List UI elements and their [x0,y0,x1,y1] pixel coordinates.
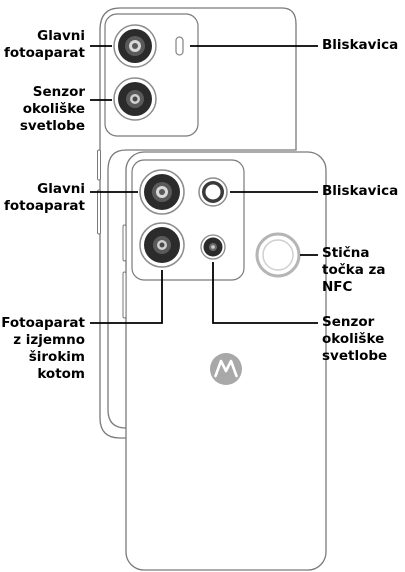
rear-ambient-sensor-lens [113,77,157,121]
label-line: okoliške [22,101,85,117]
callout-line [90,270,163,324]
label-line: okoliške [322,331,385,347]
label-line: svetlobe [19,118,85,134]
label-line: fotoaparat [4,45,85,61]
callout-line [212,262,318,324]
label-line: Senzor [322,314,375,330]
rear-side-button [97,189,101,235]
rear-ambient-sensor-label: Senzor okoliške svetlobe [20,84,85,135]
front-main-camera-lens [139,169,185,215]
label-line: fotoaparat [4,198,85,214]
label-line: točka za [322,262,386,278]
rear-main-camera-label: Glavni fotoaparat [4,28,85,62]
label-line: Senzor [32,84,85,100]
nfc-ring [255,232,301,278]
rear-phone [97,7,297,439]
label-line: Glavni [37,28,85,44]
front-flash-label: Bliskavica [322,183,398,200]
label-line: z izjemno [13,332,85,348]
rear-flash-label: Bliskavica [322,37,398,54]
label-line: Bliskavica [322,183,399,199]
rear-flash [175,36,184,56]
ultrawide-camera-label: Fotoaparat z izjemno širokim kotom [1,315,85,383]
label-line: Bliskavica [322,37,399,53]
rear-side-button [97,149,101,181]
front-ultrawide-camera-lens [139,222,185,268]
front-side-button [122,271,127,319]
label-line: svetlobe [322,348,388,364]
label-line: Stična [322,245,370,261]
label-line: NFC [322,279,353,295]
label-line: kotom [37,366,85,382]
label-line: Fotoaparat [1,315,85,331]
front-side-button [122,224,127,262]
callout-lines [90,45,318,324]
nfc-label: Stična točka za NFC [322,245,386,296]
front-ambient-sensor-label: Senzor okoliške svetlobe [322,314,387,365]
label-line: Glavni [37,181,85,197]
motorola-logo-icon [210,353,242,385]
front-ambient-sensor [200,234,226,260]
front-phone [122,151,327,571]
front-flash [198,177,228,207]
front-main-camera-label: Glavni fotoaparat [4,181,85,215]
label-line: širokim [28,349,85,365]
rear-main-camera-lens [113,24,157,68]
